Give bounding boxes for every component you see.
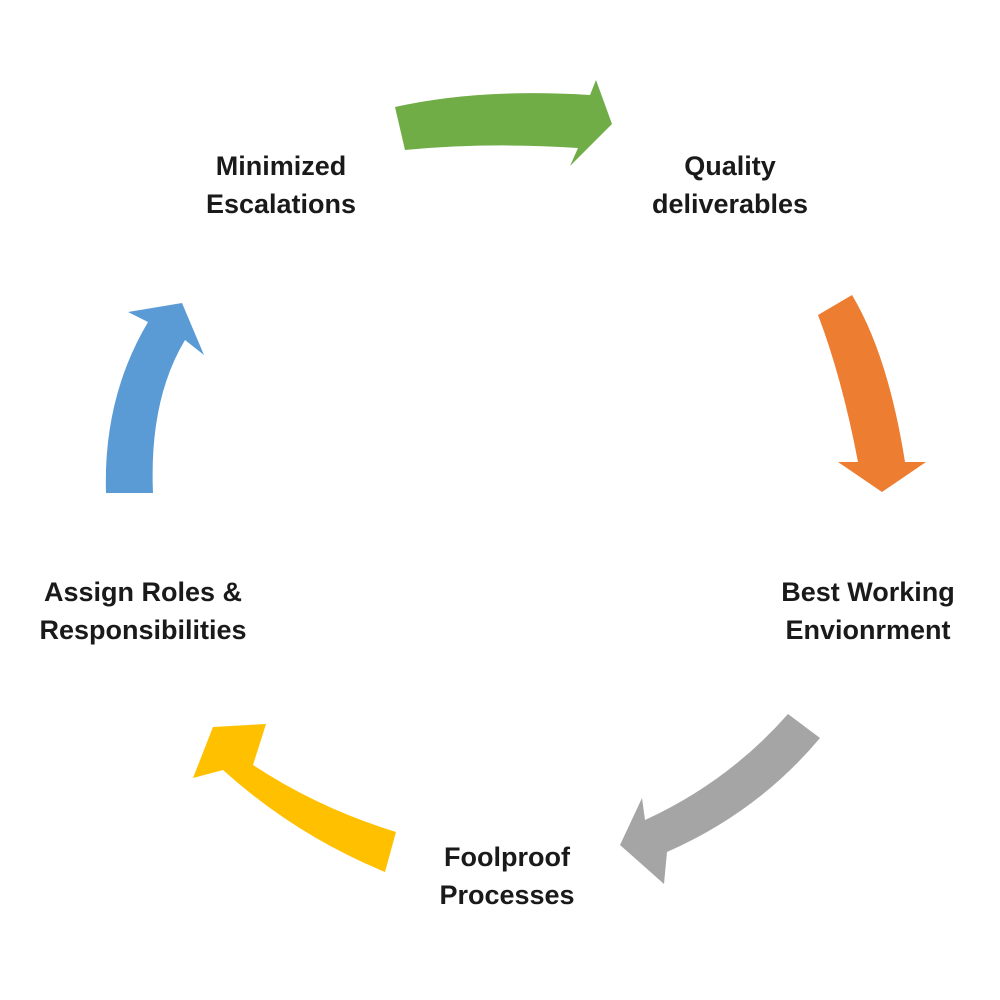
step-label-best-working-envionrment: Best Working Envionrment	[708, 573, 1000, 649]
step-label-line: Foolproof	[444, 842, 570, 872]
arrow-yellow-foolproof-to-assign	[193, 724, 396, 872]
arrow-gray-best-to-foolproof	[620, 714, 820, 884]
step-label-line: deliverables	[651, 189, 809, 219]
step-label-line: Processes	[439, 880, 575, 910]
step-label-line: Minimized	[215, 151, 347, 181]
step-label-minimized-escalations: Minimized Escalations	[121, 147, 441, 223]
step-label-line: Responsibilities	[39, 615, 247, 645]
arrow-blue-assign-to-escalations	[105, 303, 204, 493]
arrow-green-escalations-to-quality	[395, 80, 612, 166]
step-label-assign-roles: Assign Roles & Responsibilities	[0, 573, 303, 649]
step-label-line: Envionrment	[785, 615, 951, 645]
step-label-quality-deliverables: Quality deliverables	[570, 147, 890, 223]
step-label-line: Quality	[684, 151, 776, 181]
step-label-line: Best Working	[781, 577, 955, 607]
step-label-line: Escalations	[205, 189, 357, 219]
step-label-line: Assign Roles &	[43, 577, 243, 607]
arrow-orange-quality-to-best	[818, 295, 926, 492]
step-label-foolproof-processes: Foolproof Processes	[347, 838, 667, 914]
